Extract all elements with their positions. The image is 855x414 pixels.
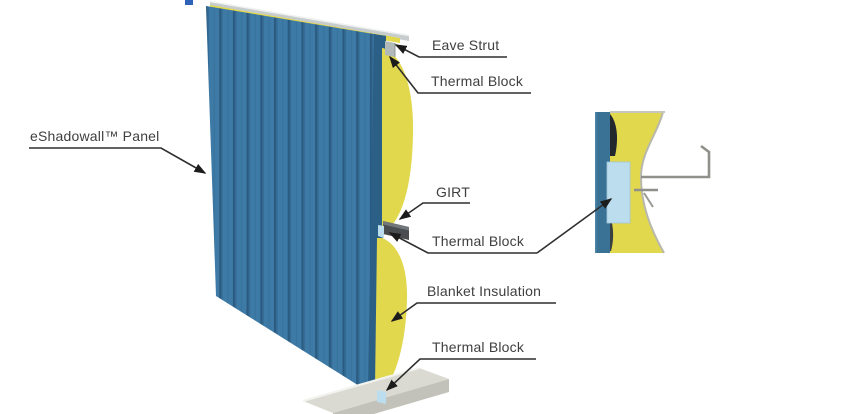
- leader-blanket-insulation: [390, 302, 556, 322]
- leader-thermal-block-mid-left: [388, 232, 537, 254]
- leader-girt: [398, 202, 470, 220]
- eave-thermal-block-3d: [385, 41, 395, 57]
- detail-fastener-tip: [643, 192, 654, 208]
- label-girt: GIRT: [436, 184, 470, 200]
- panel-front-face: [206, 6, 386, 399]
- detail-panel-strip: [595, 112, 610, 253]
- base-slab-front: [333, 379, 449, 414]
- detail-girt-profile: [641, 144, 711, 179]
- label-thermal-block-mid: Thermal Block: [432, 233, 525, 249]
- detail-shadow-bottom: [610, 215, 614, 251]
- cropped-title-fragment: [185, 0, 193, 5]
- label-thermal-block-bottom: Thermal Block: [432, 339, 525, 355]
- base-slab-top: [303, 368, 449, 413]
- base-thermal-block-3d: [377, 390, 386, 404]
- leader-eave-strut: [394, 44, 507, 58]
- girt-clip-top-face: [383, 221, 409, 231]
- detail-thermal-block: [606, 161, 631, 224]
- leader-thermal-block-bottom: [385, 358, 536, 392]
- base-slab-highlight: [302, 366, 420, 403]
- leader-thermal-block-top: [389, 55, 531, 94]
- detail-shadow-top: [610, 114, 618, 156]
- blanket-insulation-upper: [382, 48, 414, 229]
- label-thermal-block-top: Thermal Block: [431, 73, 524, 89]
- label-eave-strut: Eave Strut: [432, 37, 500, 53]
- eave-strut-highlight: [209, 0, 410, 37]
- label-blanket-insulation: Blanket Insulation: [427, 283, 542, 299]
- leader-panel: [29, 147, 207, 174]
- label-eshadowall-panel: eShadowall™ Panel: [30, 128, 160, 144]
- blanket-insulation-lower: [375, 238, 408, 392]
- leader-thermal-block-mid-to-detail: [536, 198, 613, 254]
- girt-thermal-block-3d: [378, 225, 384, 238]
